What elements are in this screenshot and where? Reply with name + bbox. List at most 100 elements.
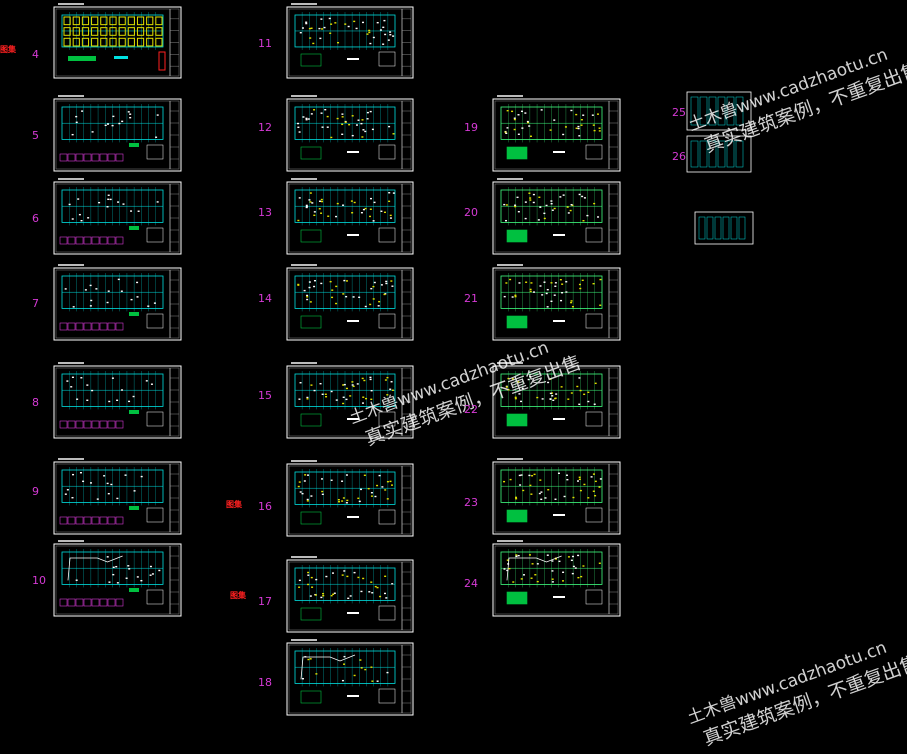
plan-mark xyxy=(565,281,568,283)
sheet-14[interactable] xyxy=(286,264,414,341)
sheet-21[interactable] xyxy=(492,264,621,341)
sheet-22[interactable] xyxy=(492,362,621,439)
plan-mark xyxy=(305,206,308,208)
plan-mark xyxy=(541,398,544,400)
sheet-23[interactable] xyxy=(492,458,621,535)
plan-mark xyxy=(120,389,123,391)
legend-line xyxy=(347,234,359,236)
detail-column xyxy=(738,216,746,240)
plan-mark xyxy=(594,495,597,497)
plan-mark xyxy=(369,215,372,218)
sheet-12[interactable] xyxy=(286,95,414,172)
sheet-8[interactable] xyxy=(53,362,182,439)
plan-mark xyxy=(351,115,354,117)
sheet-5[interactable] xyxy=(53,95,182,172)
plan-mark xyxy=(545,292,548,295)
legend-block xyxy=(506,509,528,523)
plan-mark xyxy=(580,119,583,121)
sheet-24[interactable] xyxy=(492,540,621,617)
small-sheet-frame xyxy=(686,91,752,131)
sheet-17[interactable] xyxy=(286,556,414,633)
plan-mark xyxy=(383,19,386,22)
plan-mark xyxy=(570,392,573,394)
sheet-9[interactable] xyxy=(53,458,182,535)
sheet-18[interactable] xyxy=(286,639,414,716)
plan-mark xyxy=(341,116,344,118)
detail-column xyxy=(698,216,706,240)
sheet-title-bar xyxy=(58,3,84,5)
plan-mark xyxy=(309,301,312,303)
sheet-10[interactable] xyxy=(53,540,182,617)
plan-mark xyxy=(309,37,312,39)
plan-mark xyxy=(583,197,586,199)
notes-table xyxy=(585,589,603,605)
sheet-title-bar xyxy=(497,95,523,97)
legend-block xyxy=(300,511,322,525)
plan-mark xyxy=(362,577,365,580)
plan-mark xyxy=(298,197,301,199)
plan-mark xyxy=(297,122,300,125)
sheet-6[interactable] xyxy=(53,178,182,255)
plan-mark xyxy=(307,583,310,586)
sheet-4[interactable] xyxy=(53,3,182,79)
plan-mark xyxy=(528,554,531,556)
sheet-19[interactable] xyxy=(492,95,621,172)
plan-mark xyxy=(116,582,119,584)
sheet-20[interactable] xyxy=(492,178,621,255)
room-block xyxy=(100,37,108,47)
notes-table xyxy=(146,507,164,523)
small-sheet-26[interactable] xyxy=(686,135,752,173)
plan-mark xyxy=(330,390,333,393)
detail-column xyxy=(699,96,708,126)
plan-mark xyxy=(306,500,309,502)
plan-mark xyxy=(566,206,569,208)
plan-mark xyxy=(554,558,557,560)
sheet-13[interactable] xyxy=(286,178,414,255)
notes-table xyxy=(378,605,396,621)
sheet-16[interactable] xyxy=(286,460,414,537)
room-block xyxy=(127,27,135,36)
detail-cell xyxy=(83,236,92,245)
plan-mark xyxy=(518,393,521,395)
plan-mark xyxy=(564,126,567,128)
plan-mark xyxy=(389,388,392,390)
plan-mark xyxy=(577,127,580,130)
small-sheet-detail[interactable] xyxy=(694,211,754,245)
plan-mark xyxy=(363,474,366,477)
legend-block xyxy=(506,146,528,160)
plan-mark xyxy=(369,197,372,200)
plan-mark xyxy=(575,113,578,116)
plan-mark xyxy=(576,385,579,388)
plan-mark xyxy=(506,110,509,112)
room-block xyxy=(91,37,99,47)
plan-mark xyxy=(513,117,516,119)
sheet-11[interactable] xyxy=(286,3,414,79)
plan-mark xyxy=(343,279,346,282)
plan-mark xyxy=(576,480,579,482)
plan-mark xyxy=(71,133,74,136)
plan-mark xyxy=(517,554,520,557)
detail-cell xyxy=(91,516,100,525)
plan-mark xyxy=(297,219,300,222)
plan-mark xyxy=(371,592,374,594)
detail-cell xyxy=(91,153,100,162)
plan-mark xyxy=(79,472,82,474)
small-sheet-25[interactable] xyxy=(686,91,752,131)
detail-cell xyxy=(75,153,84,162)
plan-mark xyxy=(104,124,107,127)
plan-mark xyxy=(132,395,135,398)
room-block xyxy=(118,37,126,47)
plan-mark xyxy=(368,31,371,34)
sheet-number-5: 5 xyxy=(32,129,39,142)
sheet-number-13: 13 xyxy=(258,206,272,219)
plan-mark xyxy=(540,498,543,501)
plan-mark xyxy=(299,32,302,34)
sheet-15[interactable] xyxy=(286,362,414,439)
sheet-7[interactable] xyxy=(53,264,182,341)
plan-mark xyxy=(389,214,392,217)
plan-mark xyxy=(353,674,356,677)
plan-mark xyxy=(562,580,565,582)
plan-mark xyxy=(544,497,547,499)
legend-swatch xyxy=(129,312,139,316)
sheet-frame xyxy=(53,461,182,535)
